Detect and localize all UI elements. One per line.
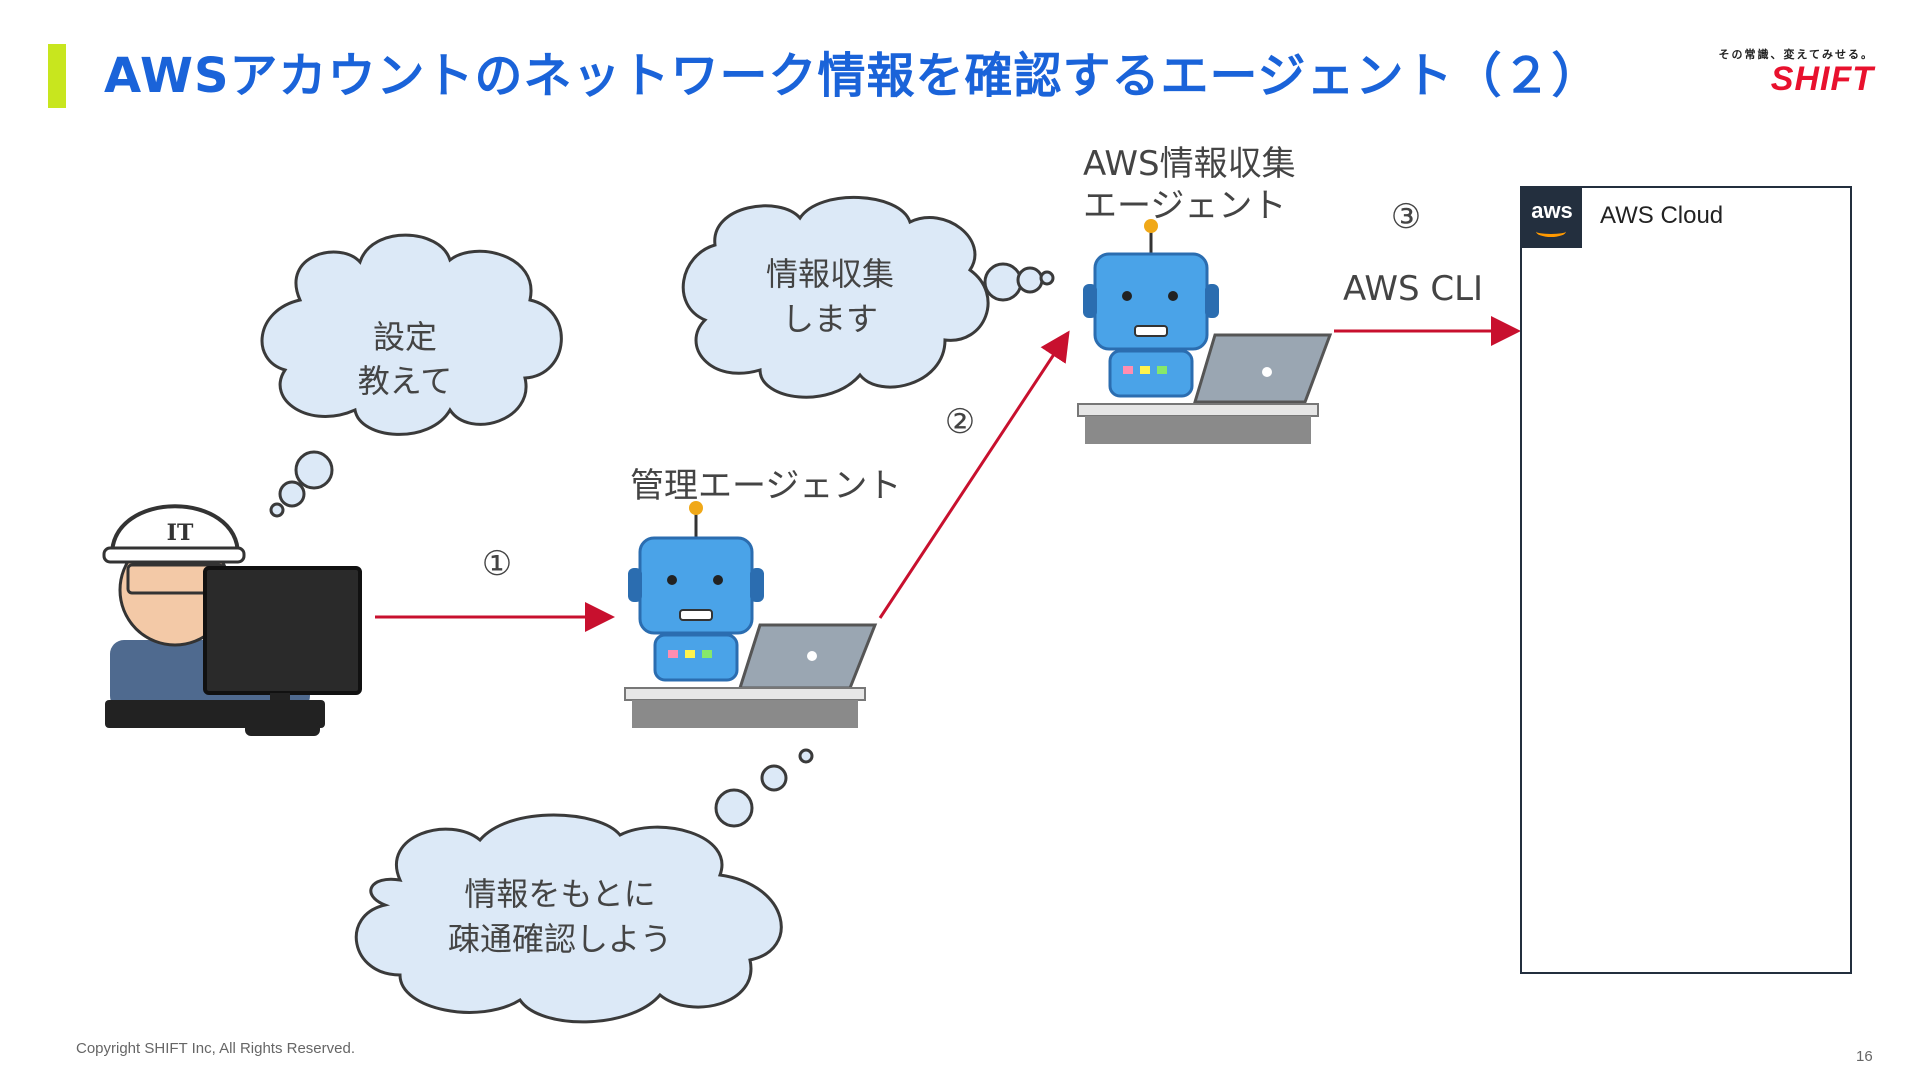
aws-cloud-boundary: aws AWS Cloud — [1520, 186, 1852, 974]
user-thought-bubble: 設定 教えて — [260, 233, 563, 518]
step-2-marker: ② — [945, 402, 975, 442]
collector-agent-robot — [1077, 219, 1333, 444]
page-title: AWSアカウントのネットワーク情報を確認するエージェント（２） — [104, 48, 1601, 104]
arrow-manager-to-collector — [878, 330, 1070, 619]
aws-badge-text: aws — [1531, 198, 1573, 223]
user-bubble-line2: 教えて — [358, 362, 452, 400]
aws-cli-label: AWS CLI — [1343, 269, 1483, 309]
logo-wordmark: SHIFT — [1770, 60, 1874, 98]
collector-bubble-line1: 情報収集 — [766, 255, 894, 293]
user-bubble-line1: 設定 — [373, 318, 437, 356]
manager-agent-label: 管理エージェント — [630, 466, 901, 506]
collector-agent-label-line1: AWS情報収集 — [1083, 144, 1296, 184]
manager-bubble-line1: 情報をもとに — [464, 875, 655, 913]
aws-smile-icon — [1536, 226, 1566, 237]
aws-cloud-label: AWS Cloud — [1600, 202, 1724, 229]
step-1-marker: ① — [482, 544, 512, 584]
collector-bubble-line2: します — [782, 300, 878, 338]
helmet-it-text: IT — [167, 520, 194, 546]
collector-thought-bubble: 情報収集 します — [681, 195, 1055, 399]
manager-bubble-line2: 疎通確認しよう — [448, 920, 672, 958]
shift-logo: その常識、変えてみせる。 SHIFT — [1700, 46, 1880, 106]
page-number: 16 — [1856, 1048, 1873, 1065]
copyright-footer: Copyright SHIFT Inc, All Rights Reserved… — [76, 1040, 355, 1057]
manager-agent-robot — [624, 501, 878, 728]
it-worker-illustration: IT — [102, 504, 362, 736]
logo-tagline: その常識、変えてみせる。 — [1718, 48, 1874, 61]
step-3-marker: ③ — [1391, 197, 1421, 237]
manager-thought-bubble: 情報をもとに 疎通確認しよう — [354, 748, 814, 1024]
collector-agent-label-line2: エージェント — [1083, 186, 1286, 226]
title-accent-bar — [48, 44, 66, 108]
aws-logo-icon: aws — [1522, 188, 1582, 248]
